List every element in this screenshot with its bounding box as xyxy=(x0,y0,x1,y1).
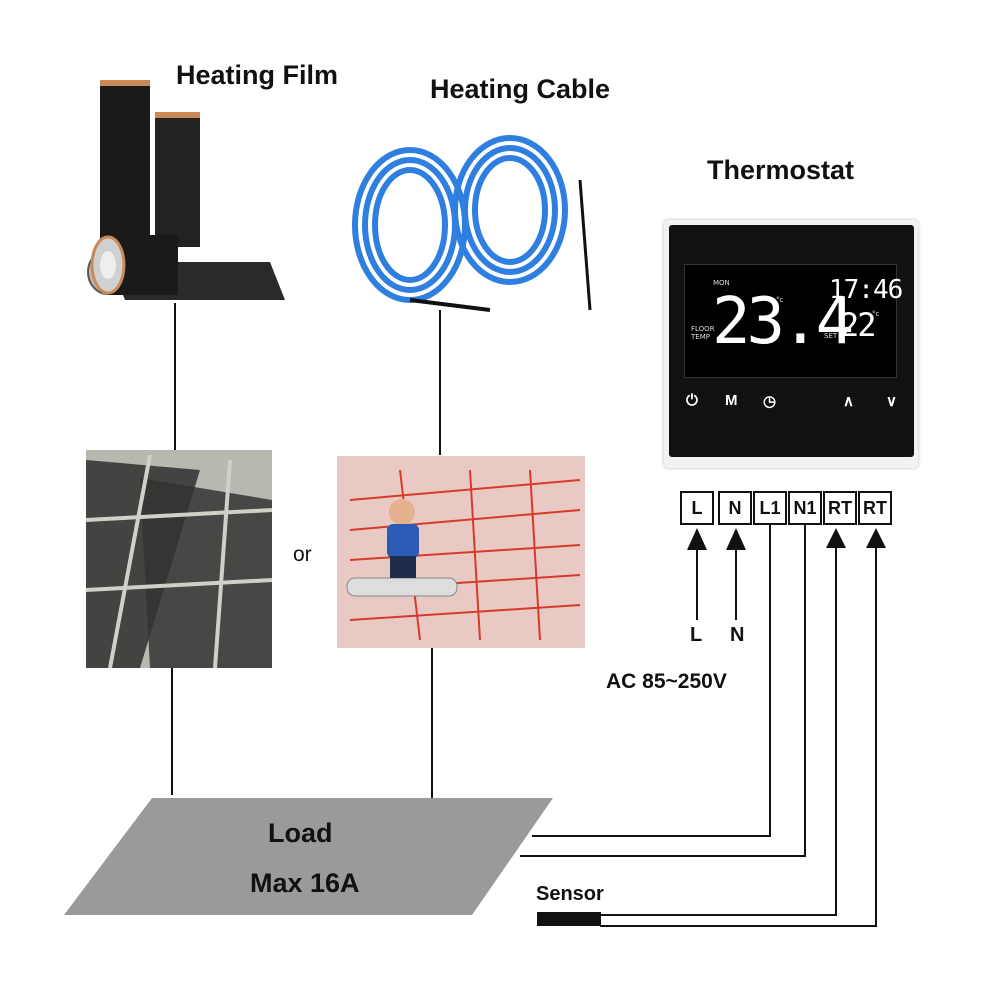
rt-wire-1 xyxy=(600,545,837,916)
or-text: or xyxy=(293,543,312,566)
lcd-floor-label: FLOOR xyxy=(691,325,715,333)
rt-arrow-2 xyxy=(866,528,886,548)
lcd-set-temp: 22 xyxy=(840,306,877,344)
rt-arrow-1 xyxy=(826,528,846,548)
power-l-label: L xyxy=(690,624,703,646)
heating-film-title: Heating Film xyxy=(176,60,339,90)
terminal-l1: L1 xyxy=(753,491,787,525)
clock-button[interactable]: ◷ xyxy=(763,393,777,410)
thermostat-title: Thermostat xyxy=(707,155,855,185)
power-n-label: N xyxy=(730,624,745,646)
lcd-day: MON xyxy=(713,279,730,287)
l1-wire xyxy=(532,524,771,837)
thermostat-lcd xyxy=(684,264,897,378)
terminal-rt-2: RT xyxy=(858,491,892,525)
lcd-temp-label: TEMP xyxy=(691,333,710,341)
sensor-label: Sensor xyxy=(536,883,604,905)
lcd-deg-c-2: °c xyxy=(872,310,880,318)
heating-film-image xyxy=(87,80,285,300)
terminal-rt-1: RT xyxy=(823,491,857,525)
load-max-current: Max 16A xyxy=(250,868,360,898)
load-title: Load xyxy=(268,818,333,848)
terminal-l: L xyxy=(680,491,714,525)
down-button[interactable]: ∨ xyxy=(886,393,897,410)
lcd-set-label: SET xyxy=(824,332,838,340)
n-input-arrow xyxy=(726,528,746,550)
sensor-probe xyxy=(537,912,601,926)
lcd-floor-temp: 23.4 xyxy=(712,285,854,359)
terminal-n1: N1 xyxy=(788,491,822,525)
lcd-deg-c-1: °c xyxy=(776,296,784,304)
lcd-time: 17:46 xyxy=(829,275,903,305)
film-floor-image xyxy=(85,450,273,669)
up-button[interactable]: ∧ xyxy=(843,393,854,410)
heating-cable-title: Heating Cable xyxy=(430,74,611,104)
cable-floor-image xyxy=(337,456,585,648)
load-shape xyxy=(64,798,553,915)
l-input-arrow xyxy=(687,528,707,550)
mode-button[interactable]: M xyxy=(725,392,738,409)
power-button[interactable]: ⏻ xyxy=(686,392,698,409)
heating-cable-image xyxy=(352,135,592,312)
ac-voltage-label: AC 85~250V xyxy=(606,670,727,693)
n1-wire xyxy=(520,524,806,857)
rt-wire-2 xyxy=(600,545,877,927)
terminal-n: N xyxy=(718,491,752,525)
